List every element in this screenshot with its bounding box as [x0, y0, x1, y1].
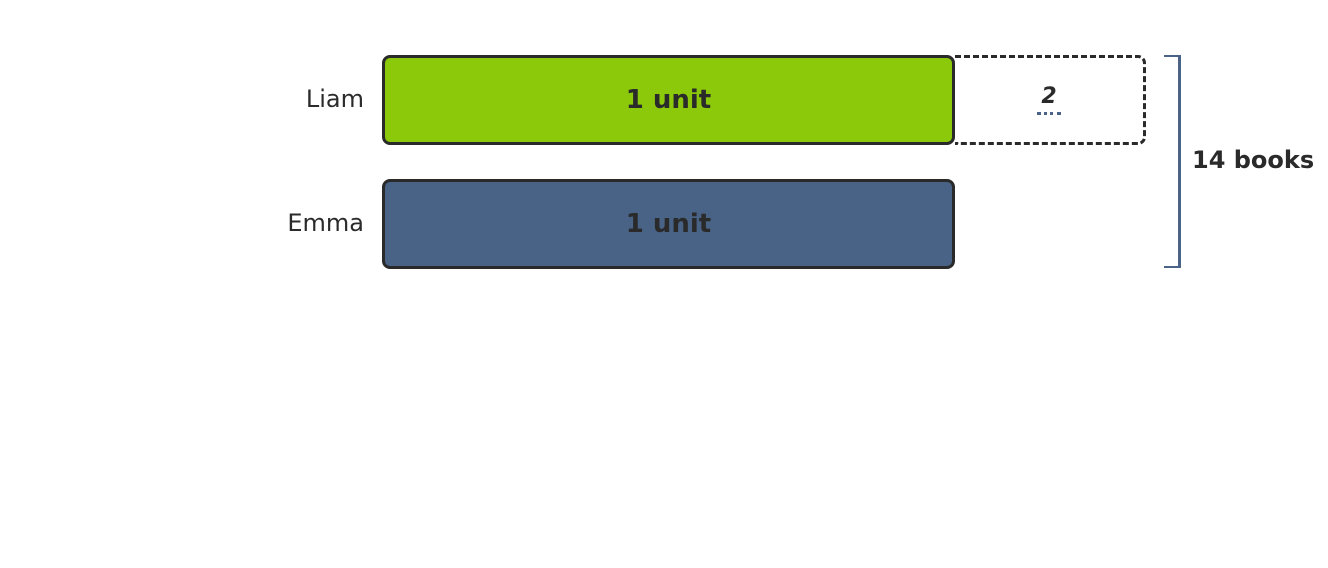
row-label-emma: Emma — [287, 209, 364, 237]
row-label-liam: Liam — [305, 85, 364, 113]
unit-bar-emma: 1 unit — [382, 179, 955, 269]
unit-label-emma: 1 unit — [625, 209, 712, 239]
total-bracket — [1164, 55, 1181, 268]
total-label: 14 books — [1192, 146, 1315, 174]
unit-label-liam: 1 unit — [625, 85, 712, 115]
extra-bar-liam: 2 — [955, 55, 1146, 145]
extra-value-liam: 2 — [1037, 85, 1061, 115]
unit-bar-liam: 1 unit — [382, 55, 955, 145]
